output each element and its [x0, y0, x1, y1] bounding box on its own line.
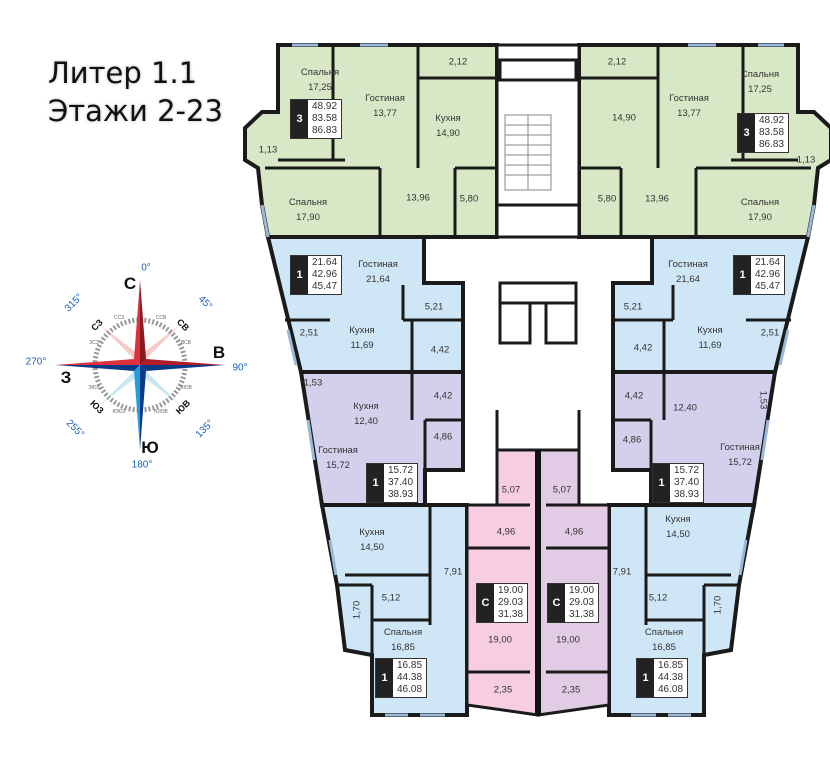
room-bathroom: 4,42 — [633, 342, 653, 354]
core-stairs-elevators — [495, 43, 581, 450]
compass-minor-label: ЮЮВ — [154, 409, 168, 415]
compass-east-degree: 90° — [232, 362, 248, 374]
room-bathroom: 5,07 — [501, 484, 521, 496]
room-hall: 7,91 — [612, 566, 632, 578]
compass-minor-label: ВЮВ — [180, 385, 192, 391]
room-balcony: 2,12 — [448, 56, 468, 68]
compass-minor-label: ЗСЗ — [89, 340, 99, 346]
room-count: 1 — [376, 659, 393, 697]
room-hall: 4,86 — [622, 434, 642, 446]
room-hall: 4,96 — [564, 526, 584, 538]
room-balcony: 2,51 — [760, 327, 780, 339]
room-hall: 13,96 — [406, 192, 430, 204]
room-bay: 1,13 — [258, 144, 278, 156]
compass-west-label: З — [60, 368, 72, 387]
room-balcony: 1,70 — [351, 600, 363, 620]
room-bathroom: 4,42 — [624, 390, 644, 402]
room-count: 1 — [291, 256, 308, 294]
room-count: 1 — [734, 256, 751, 294]
compass-minor-label: ССЗ — [113, 315, 125, 321]
room-balcony: 1,53 — [303, 377, 323, 389]
room-hall: 13,96 — [645, 193, 669, 205]
room-count: 3 — [291, 100, 308, 138]
compass-south-degree: 180° — [131, 459, 153, 471]
room-count: 1 — [367, 464, 384, 502]
room-bay: 1,13 — [796, 154, 816, 166]
compass-east-label: В — [212, 343, 226, 362]
room-count: 1 — [637, 659, 654, 697]
room-hall: 4,96 — [496, 526, 516, 538]
compass-minor-label: ЗЮЗ — [88, 385, 100, 391]
room-kitchen: 14,90 — [612, 112, 636, 124]
room-bathroom: 5,80 — [597, 193, 617, 205]
room-balcony: 1,53 — [757, 390, 769, 410]
building-title: Литер 1.1 — [48, 56, 198, 90]
room-bathroom: 4,42 — [433, 390, 453, 402]
room-studio: 19,00 — [556, 634, 580, 646]
room-count: С — [477, 584, 494, 622]
room-balcony: 2,35 — [561, 684, 581, 696]
compass-north-label: С — [123, 274, 137, 293]
compass-north-degree: 0° — [141, 262, 151, 274]
compass-minor-label: ЮЮЗ — [112, 409, 126, 415]
room-balcony: 2,51 — [299, 327, 319, 339]
compass-minor-label: ССВ — [155, 315, 167, 321]
room-count: 3 — [738, 114, 755, 152]
room-bathroom: 5,12 — [381, 592, 401, 604]
room-count: С — [548, 584, 565, 622]
room-bathroom: 5,80 — [459, 193, 479, 205]
room-hall: 4,86 — [433, 431, 453, 443]
compass-south-label: Ю — [141, 438, 159, 457]
room-balcony: 1,70 — [712, 595, 724, 615]
room-hall: 5,21 — [623, 301, 643, 313]
room-balcony: 2,35 — [493, 684, 513, 696]
room-balcony: 2,12 — [607, 56, 627, 68]
compass-minor-label: ВСВ — [180, 340, 192, 346]
room-studio: 19,00 — [488, 634, 512, 646]
floors-title: Этажи 2-23 — [48, 94, 223, 128]
compass-west-degree: 270° — [25, 356, 47, 368]
room-hall: 7,91 — [443, 566, 463, 578]
room-hall: 5,21 — [424, 301, 444, 313]
room-bathroom: 5,12 — [648, 592, 668, 604]
room-kitchen: 12,40 — [673, 402, 697, 414]
room-bathroom: 4,42 — [430, 344, 450, 356]
compass-rose — [55, 280, 225, 450]
room-count: 1 — [653, 464, 670, 502]
room-bathroom: 5,07 — [552, 484, 572, 496]
